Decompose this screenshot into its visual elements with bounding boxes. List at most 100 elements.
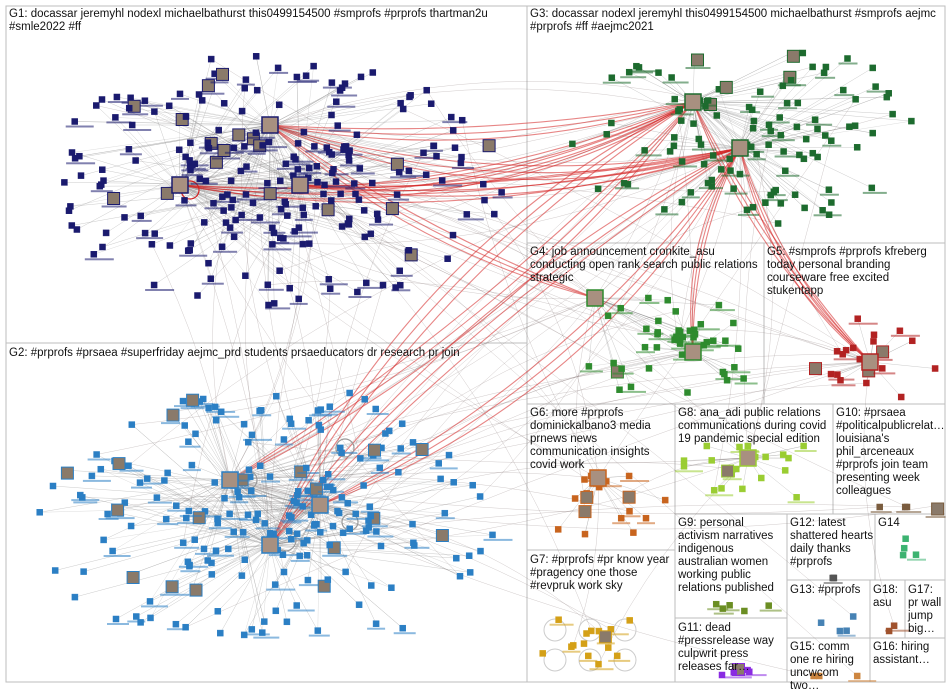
node-caption-mark	[871, 511, 892, 513]
graph-node	[185, 439, 191, 445]
graph-node	[61, 179, 67, 185]
node-caption-mark	[686, 67, 711, 69]
graph-node	[284, 213, 290, 219]
node-caption-mark	[259, 289, 284, 291]
graph-node	[356, 197, 362, 203]
node-caption-mark	[256, 527, 280, 529]
node-caption-mark	[675, 470, 703, 472]
graph-node	[478, 548, 484, 554]
graph-node	[311, 523, 317, 529]
node-caption-mark	[620, 480, 649, 482]
graph-node	[333, 99, 339, 105]
graph-node	[490, 532, 496, 538]
graph-node	[722, 338, 728, 344]
graph-node	[428, 101, 434, 107]
node-caption-mark	[896, 511, 921, 513]
node-caption-mark	[778, 107, 797, 109]
node-caption-mark	[179, 255, 207, 257]
graph-node	[147, 598, 153, 604]
graph-node	[66, 208, 72, 214]
node-caption-mark	[161, 422, 180, 424]
graph-node	[581, 641, 587, 647]
graph-node	[568, 644, 574, 650]
node-caption-mark	[415, 157, 437, 159]
node-caption-mark	[615, 187, 639, 189]
graph-node	[457, 573, 463, 579]
node-caption-mark	[673, 166, 697, 168]
cross-edge	[403, 109, 870, 362]
graph-node	[406, 247, 412, 253]
graph-node	[901, 545, 907, 551]
node-caption-mark	[639, 302, 659, 304]
graph-node	[870, 65, 876, 71]
graph-node	[442, 510, 448, 516]
graph-node	[182, 423, 188, 429]
graph-node	[361, 207, 367, 213]
hub-node	[685, 94, 701, 110]
graph-node	[356, 602, 362, 608]
edge	[740, 147, 857, 148]
graph-node	[680, 334, 686, 340]
node-caption-mark	[327, 106, 355, 108]
graph-node	[327, 404, 333, 410]
node-caption-mark	[305, 150, 329, 152]
graph-node	[328, 198, 334, 204]
graph-node	[803, 136, 809, 142]
node-caption-mark	[312, 414, 338, 416]
graph-node	[730, 320, 736, 326]
node-caption-mark	[202, 283, 224, 285]
graph-node	[272, 582, 278, 588]
group-label-g5: G5: #smprofs #prprofs kfreberg today per…	[767, 246, 943, 301]
group-boxes	[6, 6, 945, 682]
node-caption-mark	[212, 416, 239, 418]
graph-node	[727, 156, 733, 162]
group-label-g1: G1: docassar jeremyhl nodexl michaelbath…	[9, 8, 521, 36]
graph-node	[451, 479, 457, 485]
graph-node	[129, 422, 135, 428]
node-caption-mark	[289, 479, 314, 481]
node-caption-mark	[288, 538, 306, 540]
graph-node	[458, 160, 464, 166]
graph-node	[361, 483, 367, 489]
graph-node	[183, 624, 189, 630]
graph-node	[112, 504, 124, 516]
graph-node	[206, 260, 212, 266]
node-caption-mark	[180, 515, 202, 517]
node-caption-mark	[225, 536, 250, 538]
graph-node	[91, 251, 97, 257]
graph-node	[306, 165, 312, 171]
hub-node	[587, 290, 603, 306]
graph-node	[329, 112, 335, 118]
graph-node	[325, 471, 331, 477]
node-caption-mark	[391, 275, 413, 277]
graph-node	[672, 96, 678, 102]
graph-node	[400, 106, 406, 112]
node-caption-mark	[820, 194, 839, 196]
graph-node	[199, 97, 205, 103]
edge	[202, 100, 270, 125]
graph-node	[77, 492, 83, 498]
node-caption-mark	[430, 467, 458, 469]
graph-node	[190, 584, 202, 596]
graph-node	[347, 526, 353, 532]
graph-node	[339, 450, 345, 456]
graph-node	[185, 559, 191, 565]
graph-node	[305, 577, 311, 583]
node-caption-mark	[907, 559, 926, 561]
graph-node	[711, 487, 717, 493]
graph-node	[267, 474, 273, 480]
graph-node	[281, 437, 287, 443]
graph-node	[709, 457, 715, 463]
graph-node	[72, 119, 78, 125]
graph-node	[173, 621, 179, 627]
graph-node	[241, 421, 247, 427]
graph-node	[78, 173, 84, 179]
graph-node	[242, 273, 248, 279]
graph-node	[643, 515, 649, 521]
graph-node	[126, 105, 132, 111]
graph-node	[749, 107, 755, 113]
group-label-g16: G16: hiring assistant…	[873, 641, 943, 681]
graph-node	[470, 482, 476, 488]
graph-node	[406, 168, 412, 174]
node-caption-mark	[341, 533, 367, 535]
